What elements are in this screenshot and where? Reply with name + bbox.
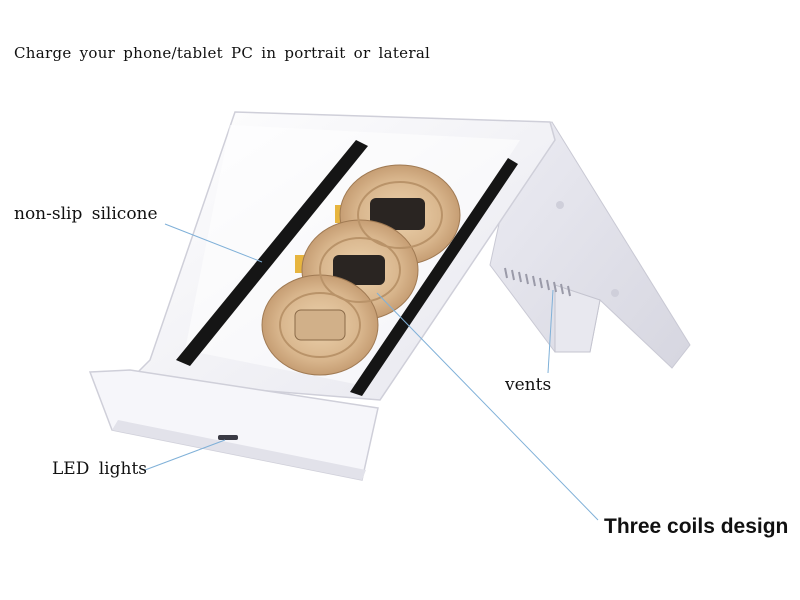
caption-text: Charge your phone/tablet PC in portrait … bbox=[14, 44, 431, 62]
vents-grille bbox=[504, 267, 571, 297]
callout-three-coils: Three coils design bbox=[604, 515, 789, 538]
callout-vents: vents bbox=[505, 375, 552, 395]
coils bbox=[261, 164, 461, 376]
callout-non-slip-silicone: non-slip silicone bbox=[14, 204, 158, 224]
front-base bbox=[88, 369, 379, 481]
back-support bbox=[489, 121, 691, 369]
callout-led-lights: LED lights bbox=[52, 459, 147, 479]
charging-pad bbox=[128, 111, 556, 401]
silicone-strip-left bbox=[176, 140, 368, 366]
led-light bbox=[218, 435, 238, 440]
silicone-strip-right bbox=[350, 158, 518, 396]
leader-lines bbox=[144, 223, 599, 521]
